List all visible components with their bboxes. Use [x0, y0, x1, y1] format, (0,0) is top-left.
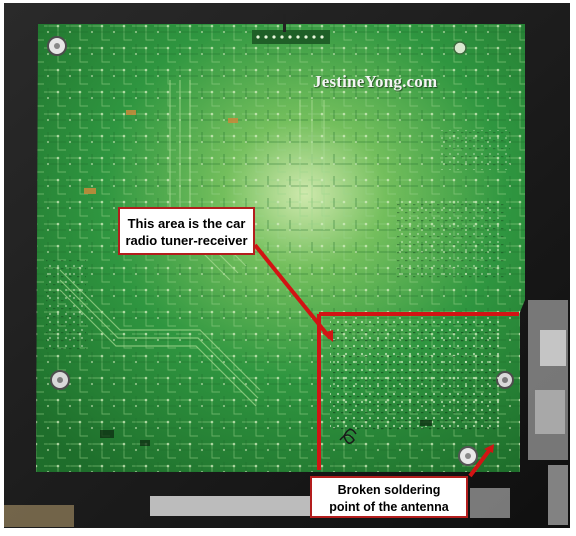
solder-callout: Broken soldering point of the antenna: [310, 476, 468, 518]
solder-callout-line1: Broken soldering: [337, 483, 441, 497]
watermark-text: JestineYong.com: [313, 72, 438, 91]
tuner-callout: This area is the car radio tuner-receive…: [118, 207, 255, 255]
tuner-callout-line2: radio tuner-receiver: [125, 233, 248, 248]
mounting-holes: [47, 36, 514, 466]
tuner-callout-line1: This area is the car: [127, 216, 246, 231]
handwritten-mark: [339, 428, 357, 444]
annotation-lines: [253, 243, 519, 478]
solder-callout-line2: point of the antenna: [329, 500, 449, 514]
